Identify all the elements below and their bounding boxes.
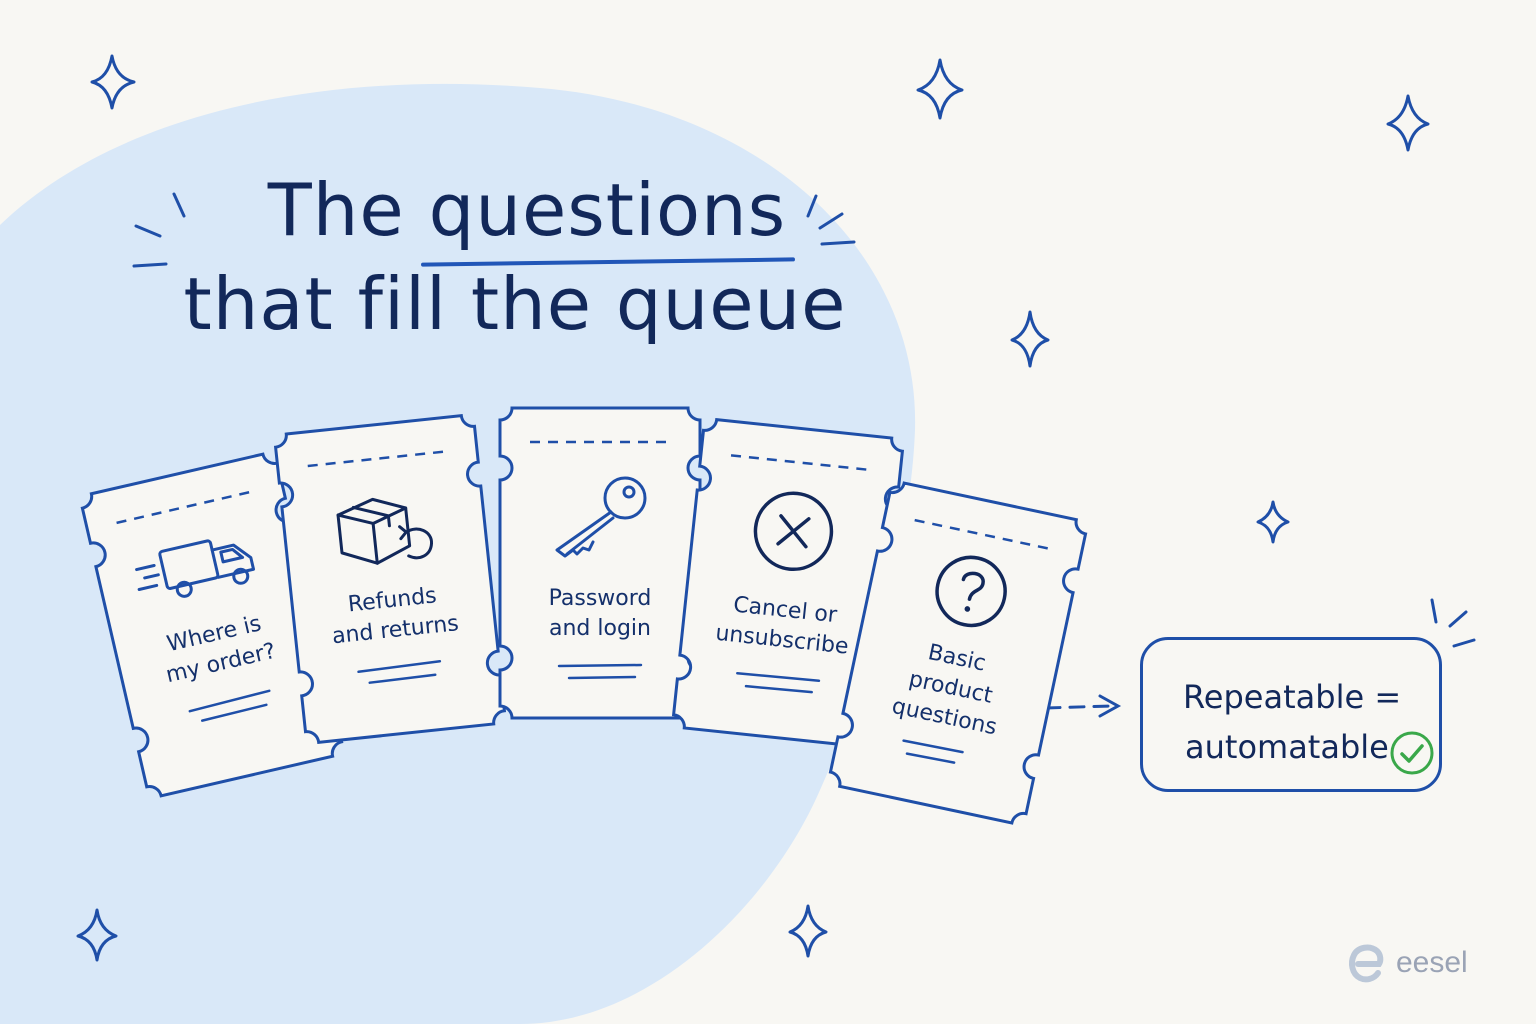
- key-icon: [555, 476, 647, 558]
- title-highlight: questions: [428, 168, 787, 252]
- ticket-password-and-login: Password and login: [498, 406, 702, 720]
- ticket-lines: [188, 689, 271, 722]
- ticket-label: Password and login: [500, 584, 700, 644]
- ticket-perforation: [730, 454, 871, 472]
- brand-name: eesel: [1396, 946, 1468, 979]
- result-line-1: Repeatable =: [1183, 678, 1402, 716]
- ticket-refunds-and-returns: Refunds and returns: [273, 414, 507, 744]
- ticket-lines: [557, 663, 643, 680]
- page-title-line-2: that fill the queue: [183, 262, 847, 346]
- cancel-x-icon: [753, 491, 834, 572]
- ticket-lines: [736, 671, 821, 694]
- ticket-lines: [902, 739, 964, 764]
- ticket-label-line: Password: [548, 586, 652, 611]
- ticket-where-is-my-order: Where is my order?: [80, 451, 345, 798]
- ticket-lines: [357, 659, 442, 684]
- delivery-truck-icon: [135, 539, 256, 598]
- ticket-outline: [80, 452, 344, 798]
- eesel-logo-icon: [1349, 944, 1384, 983]
- ticket-basic-product-questions: Basic product questions: [828, 481, 1088, 826]
- page-title-line-1: The questions: [12, 168, 1042, 252]
- ticket-outline: [273, 414, 507, 744]
- ticket-cancel-or-unsubscribe: Cancel or unsubscribe: [671, 418, 905, 748]
- ticket-perforation: [307, 450, 448, 468]
- box-return-icon: [336, 497, 434, 565]
- ticket-perforation: [914, 518, 1052, 551]
- ticket-label-line: and login: [549, 616, 651, 641]
- check-circle-icon: [1390, 731, 1434, 775]
- question-mark-icon: [935, 555, 1007, 628]
- brand: eesel: [1346, 938, 1468, 988]
- title-prefix: The: [267, 168, 405, 252]
- ticket-outline: [828, 481, 1088, 825]
- result-box: Repeatable = automatable: [1140, 637, 1442, 792]
- ticket-perforation: [116, 490, 254, 525]
- result-line-2: automatable: [1185, 728, 1389, 766]
